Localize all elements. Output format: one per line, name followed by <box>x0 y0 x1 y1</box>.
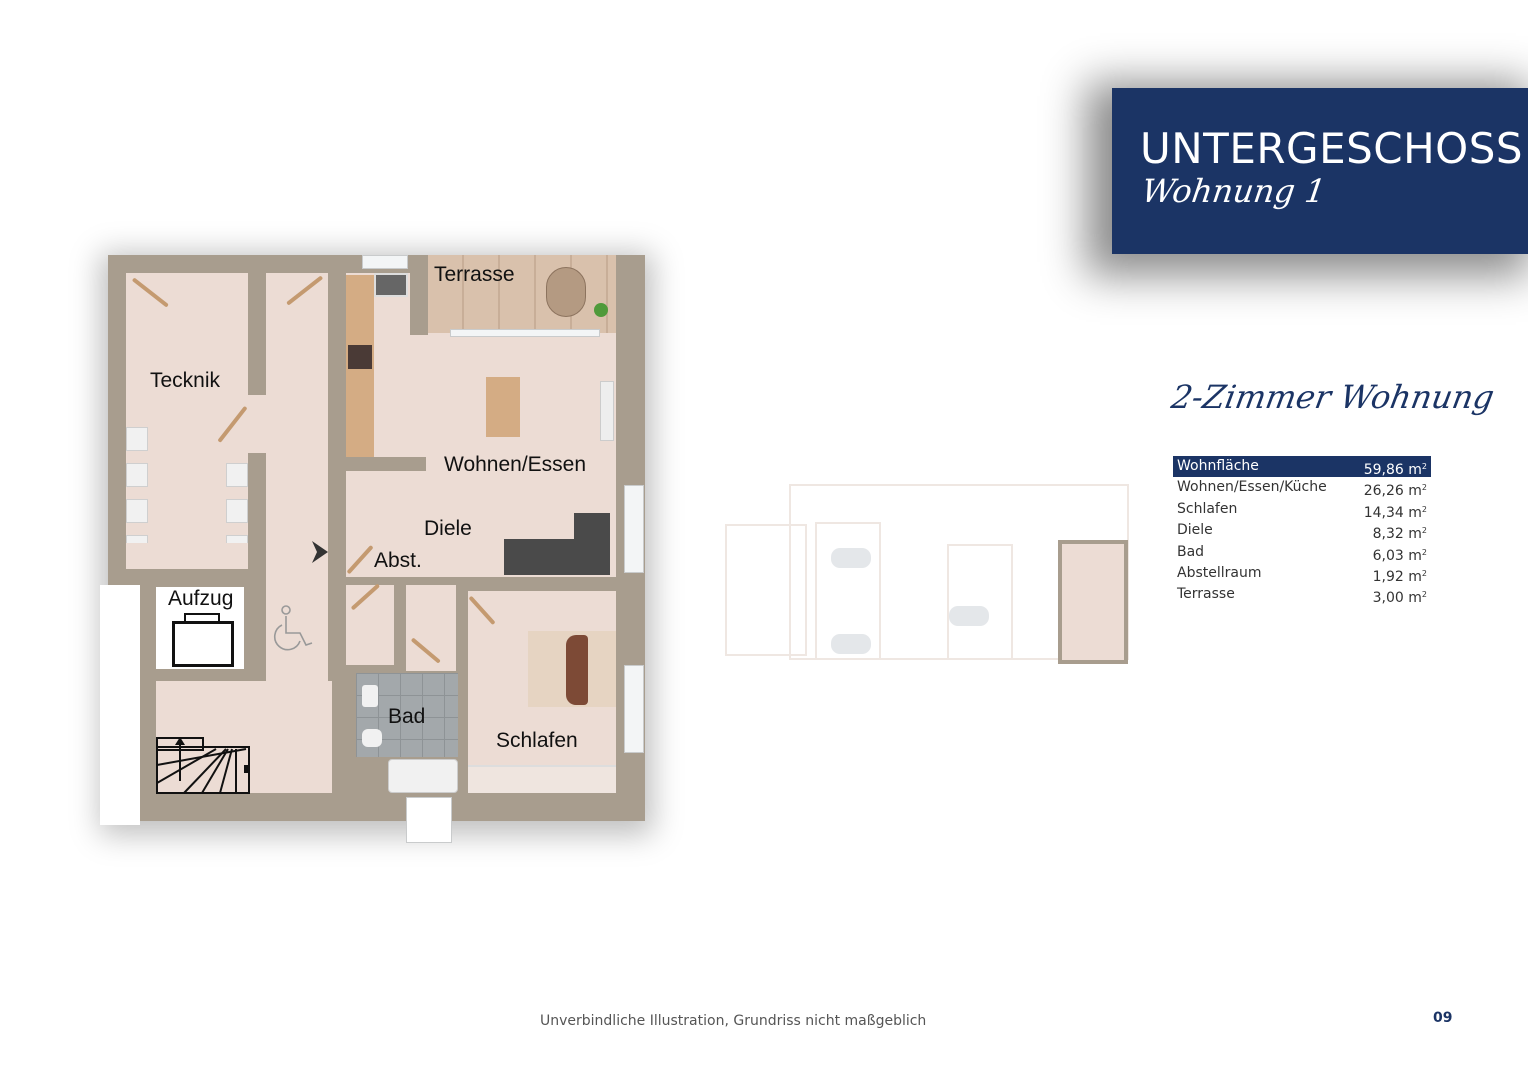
storage-unit <box>226 463 248 487</box>
area-row-total: Wohnfläche 59,86 m2 <box>1173 456 1431 478</box>
terrace-table <box>546 267 586 317</box>
terrace-door <box>450 329 600 337</box>
stairs-up-icon <box>156 737 250 794</box>
area-row: Abstellraum 1,92 m2 <box>1173 563 1431 585</box>
room-label-wohnen-essen: Wohnen/Essen <box>444 453 587 476</box>
plan-notch <box>100 585 140 825</box>
storage-unit <box>126 463 148 487</box>
area-row: Bad 6,03 m2 <box>1173 542 1431 564</box>
room-label-schlafen: Schlafen <box>496 729 578 752</box>
wall <box>410 255 428 335</box>
area-row: Wohnen/Essen/Küche 26,26 m2 <box>1173 477 1431 500</box>
room-label-technik: Tecknik <box>150 369 221 392</box>
window <box>624 485 644 573</box>
area-label: Terrasse <box>1177 586 1235 603</box>
window <box>362 255 408 269</box>
area-value: 26,26 m <box>1363 483 1422 500</box>
outer-wall-left-lower <box>140 585 160 821</box>
page-number: 09 <box>1433 1010 1453 1026</box>
bathtub <box>388 759 458 793</box>
technik-door-opening <box>248 395 268 453</box>
sink <box>362 685 378 707</box>
bed-blanket <box>566 635 588 705</box>
area-label: Wohnen/Essen/Küche <box>1177 479 1327 496</box>
storage-unit <box>226 499 248 523</box>
site-unit-highlight <box>1058 540 1128 664</box>
disclaimer-note: Unverbindliche Illustration, Grundriss n… <box>540 1013 927 1029</box>
stove-icon <box>348 345 372 369</box>
car-icon <box>831 548 871 568</box>
elevator-shaft <box>156 587 244 669</box>
area-label: Abstellraum <box>1177 564 1262 581</box>
sofa-corner <box>574 513 610 573</box>
area-table: Wohnfläche 59,86 m2 Wohnen/Essen/Küche 2… <box>1173 456 1431 606</box>
site-overview-plan <box>725 484 1130 669</box>
title-banner: UNTERGESCHOSS Wohnung 1 <box>1112 88 1528 254</box>
area-unit-sup: 2 <box>1421 462 1427 471</box>
room-label-aufzug: Aufzug <box>168 587 234 610</box>
elevator-door <box>184 613 220 623</box>
wardrobe <box>468 765 616 793</box>
area-value: 14,34 m <box>1363 504 1422 521</box>
toilet <box>362 729 382 747</box>
room-label-terrasse: Terrasse <box>434 263 515 286</box>
area-label: Schlafen <box>1177 500 1238 517</box>
window <box>624 665 644 753</box>
parking-block <box>947 544 1013 660</box>
area-row: Terrasse 3,00 m2 <box>1173 584 1431 607</box>
room-label-bad: Bad <box>388 705 426 728</box>
room-abstellraum <box>346 585 394 665</box>
area-label: Wohnfläche <box>1177 458 1259 474</box>
page-subtitle: Wohnung 1 <box>1139 172 1329 210</box>
plant-icon <box>594 303 608 317</box>
wheelchair-icon <box>273 605 313 651</box>
area-value: 1,92 m <box>1372 568 1422 585</box>
light-well <box>406 797 452 843</box>
area-value: 8,32 m <box>1372 526 1422 543</box>
area-value: 6,03 m <box>1372 547 1422 564</box>
area-label: Diele <box>1177 522 1213 539</box>
area-unit-sup: 2 <box>1421 547 1427 557</box>
area-value: 3,00 m <box>1372 590 1422 607</box>
area-unit-sup: 2 <box>1421 504 1427 514</box>
area-row: Schlafen 14,34 m2 <box>1173 499 1431 521</box>
area-value: 59,86 m <box>1363 462 1422 478</box>
area-unit-sup: 2 <box>1421 568 1427 578</box>
elevator-icon <box>172 621 234 667</box>
tv-icon <box>600 381 614 441</box>
area-unit-sup: 2 <box>1421 590 1427 600</box>
area-unit-sup: 2 <box>1421 483 1427 493</box>
parking-block <box>815 522 881 660</box>
car-icon <box>949 606 989 626</box>
wall <box>156 669 262 681</box>
site-outline-left <box>725 524 807 656</box>
apartment-type-heading: 2-Zimmer Wohnung <box>1168 378 1497 416</box>
room-technik <box>126 273 248 543</box>
room-label-abst: Abst. <box>374 549 422 572</box>
entrance-arrow-icon <box>312 541 328 563</box>
area-label: Bad <box>1177 543 1205 560</box>
wall <box>346 457 426 471</box>
area-unit-sup: 2 <box>1421 526 1427 536</box>
storage-unit <box>126 427 148 451</box>
dining-table <box>486 377 520 437</box>
floor-plan: Tecknik Aufzug Terrasse <box>100 245 660 850</box>
car-icon <box>831 634 871 654</box>
area-row: Diele 8,32 m2 <box>1173 520 1431 543</box>
sink-icon <box>374 273 408 297</box>
storage-unit <box>126 499 148 523</box>
page-title: UNTERGESCHOSS <box>1140 124 1524 173</box>
room-technik-lower <box>126 543 248 569</box>
room-label-diele: Diele <box>424 517 472 540</box>
